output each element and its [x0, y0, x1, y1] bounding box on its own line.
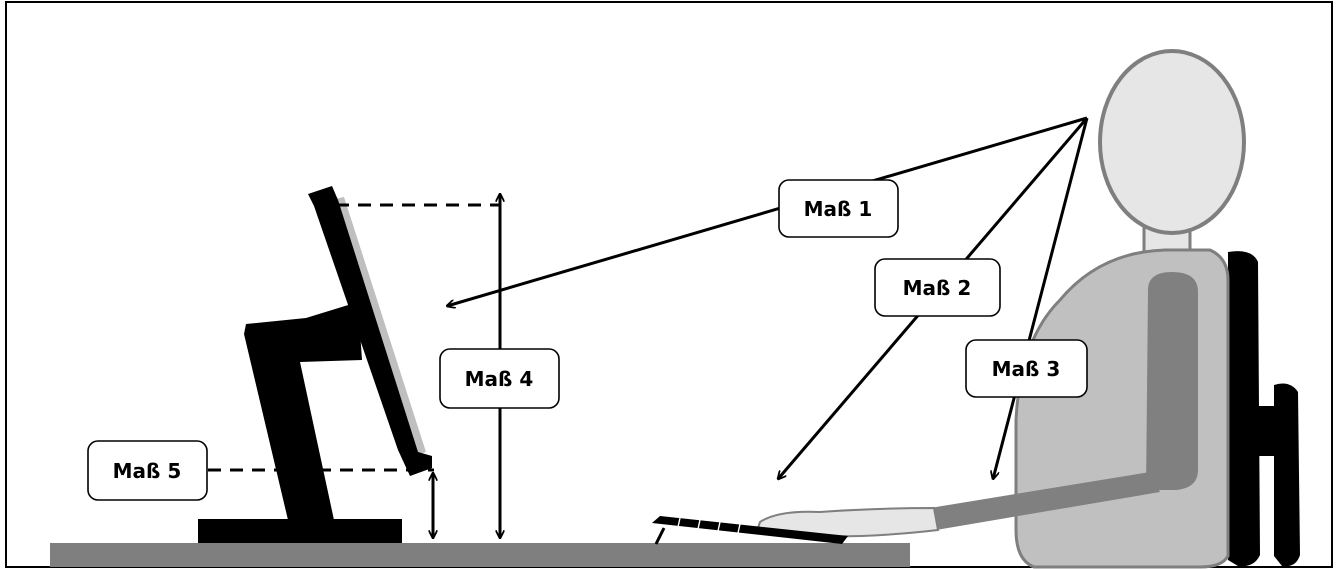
- person: [756, 49, 1246, 569]
- sight-line-1: [447, 116, 1088, 306]
- sight-line-3: [993, 117, 1089, 479]
- label-mass-4: Maß 4: [439, 348, 560, 409]
- monitor-bezel: [308, 186, 432, 476]
- label-mass-1: Maß 1: [778, 179, 899, 238]
- label-mass-3: Maß 3: [965, 339, 1088, 398]
- label-mass-2: Maß 2: [874, 258, 1001, 317]
- head: [1098, 49, 1246, 235]
- forearm: [930, 472, 1160, 530]
- monitor: [198, 186, 432, 543]
- label-mass-5: Maß 5: [87, 440, 208, 501]
- label-mass-5-text: Maß 5: [113, 459, 182, 483]
- monitor-base: [198, 519, 402, 543]
- label-mass-3-text: Maß 3: [992, 357, 1061, 381]
- chair: [1228, 251, 1300, 567]
- label-mass-2-text: Maß 2: [903, 276, 972, 300]
- label-mass-4-text: Maß 4: [465, 367, 534, 391]
- label-mass-1-text: Maß 1: [804, 197, 873, 221]
- monitor-stand: [244, 302, 362, 520]
- keyboard: [652, 516, 848, 545]
- upper-arm: [1146, 272, 1198, 490]
- desk: [50, 543, 910, 567]
